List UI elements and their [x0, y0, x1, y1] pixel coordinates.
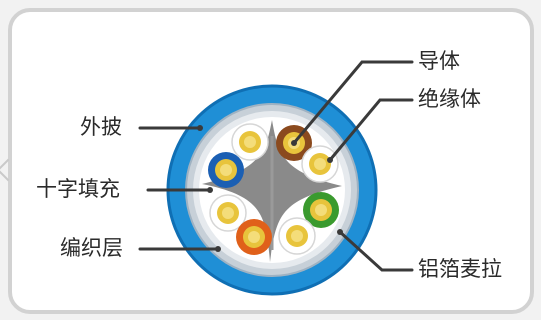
leader-dot-conductor	[291, 140, 297, 146]
label-conductor: 导体	[418, 49, 460, 73]
label-foil: 铝箔麦拉	[418, 257, 502, 281]
label-cross-filler: 十字填充	[36, 177, 120, 201]
leader-dot-foil	[337, 229, 343, 235]
label-outer-jacket: 外披	[80, 115, 122, 139]
label-braid: 编织层	[60, 236, 123, 260]
cross-filler	[202, 120, 342, 262]
leader-dot-cross-filler	[207, 187, 213, 193]
leader-dot-outer-jacket	[197, 125, 203, 131]
conductor-white-topleft	[231, 123, 269, 161]
conductor-pair-blue	[208, 152, 244, 188]
conductor-white-right	[301, 145, 339, 183]
conductor-pair-green	[303, 192, 339, 228]
leader-dot-insulation	[327, 157, 333, 163]
conductor-white-left	[209, 194, 247, 232]
label-insulation: 绝缘体	[418, 87, 481, 111]
leader-dot-braid	[215, 246, 221, 252]
conductor-pair-orange	[236, 219, 272, 255]
leader-foil	[338, 230, 414, 272]
conductor-white-bottom	[278, 217, 316, 255]
leader-conductor	[292, 60, 414, 145]
leader-insulation	[328, 98, 414, 162]
